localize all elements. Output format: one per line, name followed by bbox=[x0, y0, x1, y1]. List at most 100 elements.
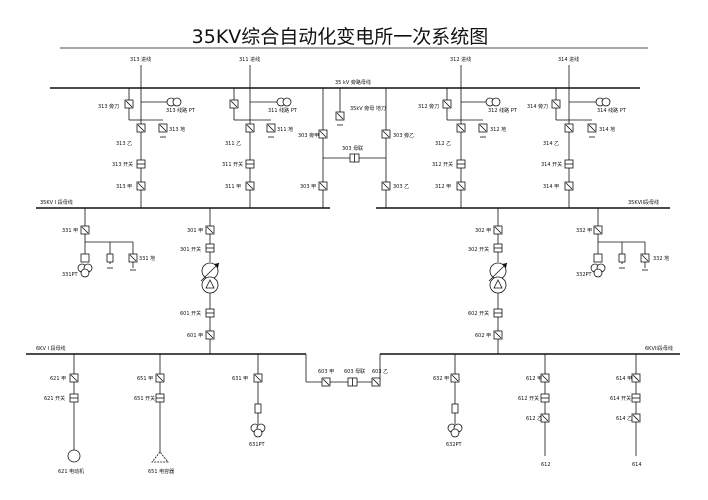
pt-312-symbol-2[interactable] bbox=[491, 97, 501, 107]
pt332-q-label: 332 甲 bbox=[576, 228, 592, 234]
f614-q1-blade bbox=[632, 374, 640, 382]
f632-blade bbox=[451, 374, 459, 382]
t2-tap-arrowhead bbox=[502, 263, 507, 268]
q312a-blade bbox=[457, 182, 465, 190]
pt-313-symbol-2[interactable] bbox=[172, 97, 182, 107]
f631-pt-label: 631PT bbox=[249, 442, 266, 448]
t2-sw6-label: 602 开关 bbox=[468, 310, 489, 317]
f614-q1-label: 614 甲 bbox=[616, 376, 632, 382]
incoming-313: 313 进线 313 旁刀 313 线路 PT 313 乙 313 地 313 … bbox=[98, 56, 196, 208]
t2-q6-label: 602 甲 bbox=[475, 333, 491, 339]
pt-311-label: 311 线路 PT bbox=[268, 107, 298, 114]
bypass-pt: 35kV 旁母 地刀 bbox=[335, 88, 386, 126]
f614-q2-blade bbox=[632, 414, 640, 422]
bypass-pt-blade bbox=[336, 112, 344, 120]
pt332-earth-label: 332 地 bbox=[653, 255, 669, 262]
feeder-632: 632 甲 632PT bbox=[433, 354, 463, 448]
pt332-arrester-box[interactable] bbox=[618, 253, 626, 263]
q314b-label: 314 乙 bbox=[543, 140, 559, 147]
feeder-614: 614 甲 614 开关 614 乙 614 bbox=[610, 354, 642, 468]
pt332-blade bbox=[594, 226, 602, 234]
bypass-312-blade bbox=[443, 100, 451, 108]
bus-tie-603: 603 甲 603 母联 603 乙 bbox=[305, 354, 388, 387]
bus-6kv-2-label: 6KVII段母线 bbox=[645, 345, 673, 352]
tie303-q1-label: 303 甲 bbox=[300, 184, 316, 190]
breaker-312-label: 312 开关 bbox=[432, 161, 453, 168]
t1-delta bbox=[205, 279, 215, 289]
t1-q35-label: 301 甲 bbox=[187, 228, 203, 234]
tie303-breaker-label: 303 母联 bbox=[342, 145, 363, 152]
pt331-blade bbox=[81, 226, 89, 234]
transformer-1-bay: 301 甲 301 开关 601 开关 601 甲 bbox=[180, 208, 220, 354]
bus-35kv-1-label: 35KV I 段母线 bbox=[40, 199, 73, 206]
breaker-311-label: 311 开关 bbox=[222, 161, 243, 168]
earth-312-label: 312 地 bbox=[490, 126, 506, 133]
bus-35kv-2-label: 35KVII段母线 bbox=[628, 199, 659, 206]
pt631-symbol-3[interactable] bbox=[253, 428, 263, 438]
t2-q35-label: 302 甲 bbox=[475, 228, 491, 234]
feeder-631: 631 甲 631PT bbox=[232, 354, 266, 448]
bypass-313-label: 313 旁刀 bbox=[98, 103, 119, 110]
bypass-pt-label: 35kV 旁母 地刀 bbox=[350, 105, 386, 112]
q311a-blade bbox=[246, 182, 254, 190]
bypass-314-label: 314 旁刀 bbox=[527, 103, 548, 110]
bus-35kv-bypass-label: 35 kV 旁路母线 bbox=[335, 79, 371, 86]
pt-331-bay: 331 甲 331 地 331PT bbox=[62, 208, 155, 278]
line-311-label: 311 进线 bbox=[239, 56, 260, 63]
f631-q-label: 631 甲 bbox=[232, 376, 248, 382]
bypass-311-blade bbox=[230, 100, 238, 108]
pt331-earth-label: 331 地 bbox=[139, 255, 155, 262]
q314a-label: 314 甲 bbox=[543, 184, 559, 190]
tie303-q2-blade bbox=[382, 182, 390, 190]
f632-pt-label: 632PT bbox=[446, 442, 463, 448]
tie303-bypass2-blade bbox=[382, 130, 390, 138]
q312a-label: 312 甲 bbox=[435, 184, 451, 190]
earth-314-label: 314 地 bbox=[599, 126, 615, 133]
bus-tie-303: 303 旁甲 303 旁乙 303 母联 303 甲 303 乙 bbox=[298, 88, 414, 208]
feeder-612: 612 甲 612 开关 612 乙 612 bbox=[518, 354, 551, 468]
t1-tap-arrowhead bbox=[214, 263, 219, 268]
f631-fuse[interactable] bbox=[254, 403, 262, 414]
f651-sw-label: 651 开关 bbox=[134, 395, 155, 402]
breaker-313-label: 313 开关 bbox=[112, 161, 133, 168]
capacitor-651-symbol[interactable] bbox=[151, 451, 169, 463]
pt-311-symbol-2[interactable] bbox=[282, 97, 292, 107]
f621-q-label: 621 甲 bbox=[50, 376, 66, 382]
q313a-label: 313 甲 bbox=[116, 184, 132, 190]
pt632-symbol-3[interactable] bbox=[450, 428, 460, 438]
pt-314-label: 314 线路 PT bbox=[597, 107, 627, 114]
pt331-arrester-box[interactable] bbox=[106, 253, 114, 263]
f614-sw-label: 614 开关 bbox=[610, 395, 631, 402]
t1-q6-label: 601 甲 bbox=[187, 333, 203, 339]
f612-end-label: 612 bbox=[541, 462, 551, 468]
q312b-blade bbox=[457, 124, 465, 132]
motor-621-symbol[interactable] bbox=[67, 449, 81, 463]
earth-311-label: 311 地 bbox=[277, 126, 293, 133]
t2-sw35-label: 302 开关 bbox=[468, 246, 489, 253]
feeder-621: 621 甲 621 开关 621 电动机 bbox=[44, 354, 84, 475]
pt-314-symbol-2[interactable] bbox=[601, 97, 611, 107]
pt332-earth-blade bbox=[641, 254, 649, 262]
bypass-314-blade bbox=[552, 100, 560, 108]
q311b-label: 311 乙 bbox=[225, 140, 241, 147]
pt331-symbol-3[interactable] bbox=[80, 268, 90, 278]
pt331-fuse[interactable] bbox=[80, 253, 90, 263]
pt332-fuse[interactable] bbox=[593, 253, 603, 263]
f632-fuse[interactable] bbox=[451, 403, 459, 414]
tie303-q2-label: 303 乙 bbox=[393, 183, 409, 190]
q313b-label: 313 乙 bbox=[116, 140, 132, 147]
f621-sw-label: 621 开关 bbox=[44, 395, 65, 402]
feeder-651: 651 甲 651 开关 651 电容器 bbox=[134, 354, 174, 475]
tie603-breaker-label: 603 母联 bbox=[344, 368, 365, 375]
tie303-bypass1-label: 303 旁甲 bbox=[298, 132, 319, 139]
pt331-earth-blade bbox=[129, 254, 137, 262]
page-title: 35KV综合自动化变电所一次系统图 bbox=[192, 26, 489, 48]
q314a-blade bbox=[565, 182, 573, 190]
pt332-label: 332PT bbox=[576, 272, 593, 278]
pt332-symbol-3[interactable] bbox=[593, 268, 603, 278]
tie303-bypass2-label: 303 旁乙 bbox=[393, 132, 414, 139]
tie603-q2-blade bbox=[372, 378, 380, 386]
f614-end-label: 614 bbox=[632, 462, 642, 468]
breaker-314-label: 314 开关 bbox=[541, 161, 562, 168]
